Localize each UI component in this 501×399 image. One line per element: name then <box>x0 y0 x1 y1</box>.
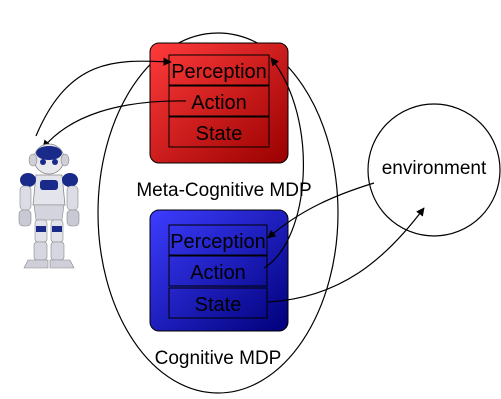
cog-perception-cell <box>168 224 268 256</box>
environment-label: environment <box>382 158 487 179</box>
agent-ellipse <box>97 32 339 394</box>
arrow-environment-to-cog-perception <box>267 182 375 239</box>
cog-perception-label: Perception <box>170 231 266 253</box>
cognitive-title: Cognitive MDP <box>155 348 282 369</box>
meta-cognitive-box: Perception Action State <box>149 42 289 164</box>
cognitive-box: Perception Action State <box>149 209 289 332</box>
cog-action-label: Action <box>190 262 246 284</box>
meta-perception-cell <box>168 54 270 86</box>
environment-circle <box>367 103 501 237</box>
arrow-cog-action-to-meta-perception <box>263 57 304 269</box>
cog-action-cell <box>168 255 268 287</box>
meta-perception-label: Perception <box>171 61 267 83</box>
meta-state-label: State <box>196 123 243 145</box>
meta-state-cell <box>168 116 270 148</box>
humanoid-robot-icon <box>18 143 80 269</box>
meta-cognitive-title: Meta-Cognitive MDP <box>136 180 311 201</box>
meta-action-label: Action <box>191 92 247 114</box>
cog-state-cell <box>168 287 268 319</box>
cog-state-label: State <box>195 294 242 316</box>
arrow-meta-action-to-robot <box>42 100 187 149</box>
arrow-robot-to-meta-perception <box>35 57 172 137</box>
arrow-cog-state-to-environment <box>267 207 425 303</box>
